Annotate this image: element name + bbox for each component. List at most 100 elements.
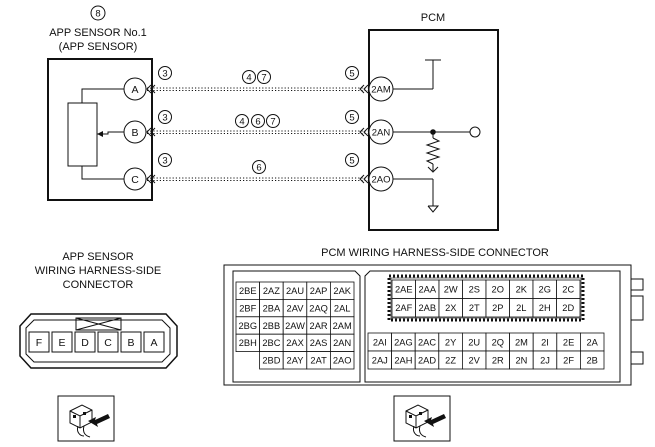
pin-label: 2AQ: [309, 303, 328, 313]
svg-text:6: 6: [256, 163, 261, 174]
pin-label: 2AL: [334, 303, 351, 313]
pin-label: 2N: [515, 355, 527, 365]
pin-label: 2AM: [333, 321, 352, 331]
pin-label: 2Y: [445, 337, 456, 347]
pin-label: 2W: [444, 285, 458, 295]
pin-label: 2BF: [239, 303, 256, 313]
sensor-wiper-arrow: [97, 131, 103, 137]
pin-label: 2T: [469, 303, 480, 313]
pin-label: 2I: [541, 337, 549, 347]
pin-label: 2P: [492, 303, 503, 313]
svg-text:4: 4: [246, 73, 251, 84]
pin-label: 2AP: [310, 286, 328, 296]
pin-label: 2AI: [373, 337, 387, 347]
pin-cell: [580, 350, 605, 370]
pin-label: 2C: [562, 285, 574, 295]
pin-label: 2H: [539, 303, 551, 313]
pin-label: 2F: [563, 355, 574, 365]
pin-label: 2BE: [239, 286, 257, 296]
pcm-internal-circuit: [393, 59, 481, 213]
wire-c-labels: 3 6 5: [158, 153, 359, 174]
pin-label: 2AW: [285, 321, 305, 331]
sensor-wire-c: [81, 166, 124, 180]
app-pin-d: D: [81, 337, 89, 349]
pin-label: 2BG: [238, 321, 257, 331]
pin-label: 2U: [468, 337, 480, 347]
sensor-terminal-c: C: [123, 167, 147, 191]
svg-text:2AO: 2AO: [371, 175, 390, 186]
wire-a-labels: 3 4 7 5: [158, 66, 359, 84]
svg-text:3: 3: [162, 69, 167, 80]
pin-label: 2AX: [286, 338, 304, 348]
pin-label: 2AA: [418, 285, 436, 295]
pin-label: 2B: [587, 355, 598, 365]
pin-label: 2BA: [263, 303, 281, 313]
svg-text:6: 6: [255, 117, 260, 128]
pin-label: 2X: [445, 303, 456, 313]
pcm-terminal-2am: 2AM: [368, 76, 394, 102]
pin-label: 2AV: [287, 303, 305, 313]
pin-label: 2AK: [333, 286, 351, 296]
app-connector: F E D C B A: [19, 313, 178, 369]
pin-label: 2Z: [445, 355, 456, 365]
svg-text:A: A: [131, 84, 138, 96]
app-pin-c: C: [104, 337, 112, 349]
svg-text:5: 5: [349, 156, 354, 167]
app-pin-e: E: [58, 337, 65, 349]
pin-label: 2AJ: [372, 355, 388, 365]
pcm-terminal-2an: 2AN: [368, 119, 394, 145]
pin-label: 2G: [539, 285, 551, 295]
pin-label: 2K: [516, 285, 528, 295]
svg-text:4: 4: [239, 117, 244, 128]
svg-text:CONNECTOR: CONNECTOR: [63, 279, 134, 291]
pin-label: 2AH: [394, 355, 412, 365]
svg-text:C: C: [131, 174, 139, 186]
pin-label: 2R: [492, 355, 504, 365]
pin-label: 2AR: [310, 321, 328, 331]
pin-label: 2AG: [394, 337, 413, 347]
pin-label: 2J: [540, 355, 550, 365]
pin-label: 2O: [492, 285, 504, 295]
sensor-terminal-b: B: [123, 120, 147, 144]
pin-label: 2AU: [286, 286, 304, 296]
sensor-header: 8 APP SENSOR No.1 (APP SENSOR): [49, 5, 147, 53]
sensor-number: 8: [95, 9, 100, 20]
pin-label: 2S: [469, 285, 480, 295]
pin-label: 2E: [563, 337, 574, 347]
sensor-title: APP SENSOR No.1: [49, 27, 147, 39]
pin-label: 2AC: [418, 337, 436, 347]
sensor-number-circle: [90, 5, 106, 21]
svg-text:WIRING HARNESS-SIDE: WIRING HARNESS-SIDE: [35, 265, 162, 277]
pin-label: 2L: [516, 303, 526, 313]
pcm-junction-dot: [430, 129, 436, 135]
app-pin-f: F: [36, 337, 42, 349]
pin-label: 2BB: [263, 321, 281, 331]
sensor-subtitle: (APP SENSOR): [59, 41, 138, 53]
app-pin-a: A: [150, 337, 157, 349]
pin-label: 2AZ: [263, 286, 280, 296]
pin-label: 2Q: [492, 337, 504, 347]
pcm-terminal-2ao: 2AO: [368, 166, 394, 192]
svg-text:7: 7: [270, 117, 275, 128]
pin-label: 2M: [515, 337, 528, 347]
svg-text:B: B: [131, 127, 138, 139]
svg-text:3: 3: [162, 156, 167, 167]
sensor-wire-a: [81, 88, 124, 103]
pin-label: 2BC: [262, 338, 280, 348]
pin-label: 2A: [587, 337, 599, 347]
pin-label: 2AF: [395, 303, 412, 313]
pin-label: 2AS: [310, 338, 328, 348]
pcm-connector-title: PCM WIRING HARNESS-SIDE CONNECTOR: [321, 247, 549, 259]
app-pin-b: B: [127, 337, 134, 349]
svg-text:2AM: 2AM: [371, 85, 391, 96]
connector-view-icon: [393, 395, 451, 442]
sensor-resistor: [67, 102, 98, 167]
pcm-title: PCM: [421, 12, 445, 24]
svg-text:APP SENSOR: APP SENSOR: [62, 251, 133, 263]
svg-text:5: 5: [349, 113, 354, 124]
sensor-terminal-a: A: [123, 77, 147, 101]
connector-view-icon: [57, 395, 115, 442]
svg-text:2AN: 2AN: [372, 128, 391, 139]
